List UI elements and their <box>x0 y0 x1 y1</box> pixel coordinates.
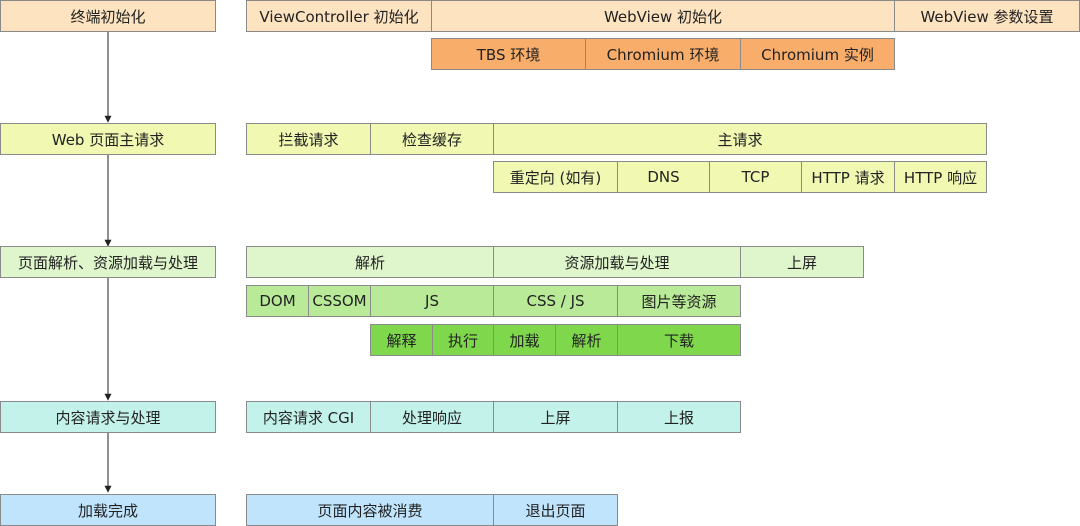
dns-box: DNS <box>617 161 710 193</box>
check-cache-box: 检查缓存 <box>370 123 494 155</box>
http-response-box: HTTP 响应 <box>894 161 987 193</box>
content-cgi-box: 内容请求 CGI <box>246 401 371 433</box>
content-consumed-box: 页面内容被消费 <box>246 494 494 526</box>
resource-box: 资源加载与处理 <box>493 246 741 278</box>
webview-init-box: WebView 初始化 <box>431 0 895 32</box>
stage-parse: 页面解析、资源加载与处理 <box>0 246 216 278</box>
load-box: 加载 <box>493 324 556 356</box>
content-render-box: 上屏 <box>493 401 618 433</box>
report-box: 上报 <box>617 401 741 433</box>
execute-box: 执行 <box>432 324 494 356</box>
dom-box: DOM <box>246 285 309 317</box>
tbs-env-box: TBS 环境 <box>431 38 586 70</box>
css-js-box: CSS / JS <box>493 285 618 317</box>
vc-init-box: ViewController 初始化 <box>246 0 432 32</box>
webview-params-box: WebView 参数设置 <box>894 0 1080 32</box>
chromium-instance-box: Chromium 实例 <box>740 38 895 70</box>
redirect-box: 重定向 (如有) <box>493 161 618 193</box>
http-request-box: HTTP 请求 <box>801 161 895 193</box>
parse-box: 解析 <box>246 246 494 278</box>
download-box: 下载 <box>617 324 741 356</box>
cssom-box: CSSOM <box>308 285 371 317</box>
js-box: JS <box>370 285 494 317</box>
stage-init: 终端初始化 <box>0 0 216 32</box>
images-box: 图片等资源 <box>617 285 741 317</box>
interpret-box: 解释 <box>370 324 433 356</box>
exit-page-box: 退出页面 <box>493 494 618 526</box>
stage-done: 加载完成 <box>0 494 216 526</box>
main-request-box: 主请求 <box>493 123 987 155</box>
intercept-request-box: 拦截请求 <box>246 123 371 155</box>
chromium-env-box: Chromium 环境 <box>585 38 741 70</box>
analyze-box: 解析 <box>555 324 618 356</box>
process-response-box: 处理响应 <box>370 401 494 433</box>
stage-content: 内容请求与处理 <box>0 401 216 433</box>
stage-request: Web 页面主请求 <box>0 123 216 155</box>
render-box: 上屏 <box>740 246 864 278</box>
tcp-box: TCP <box>709 161 802 193</box>
